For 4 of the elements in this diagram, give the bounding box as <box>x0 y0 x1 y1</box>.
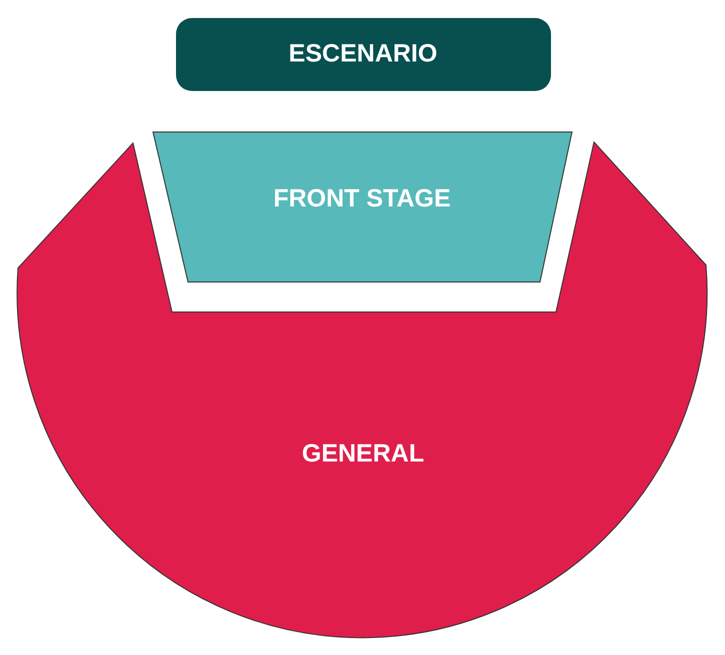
section-label: ESCENARIO <box>288 40 438 68</box>
section-label: GENERAL <box>302 440 424 468</box>
section-label: FRONT STAGE <box>273 184 451 214</box>
stage-box <box>176 18 551 91</box>
